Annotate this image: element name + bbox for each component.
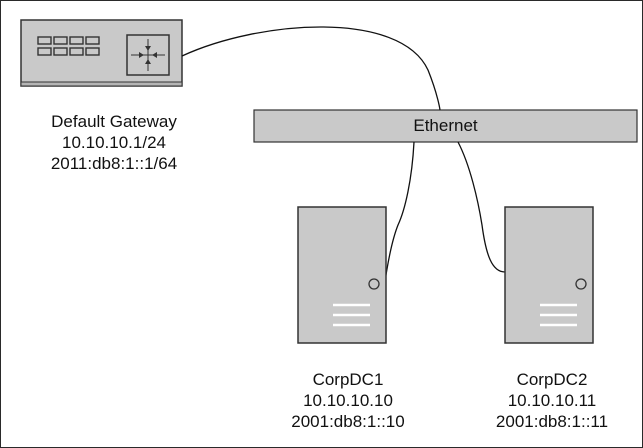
server-ipv4: 10.10.10.10 — [303, 391, 393, 410]
server-label-corpdc2: CorpDC2 10.10.10.11 2001:db8:1::11 — [462, 369, 642, 432]
gateway-ipv6: 2011:db8:1::1/64 — [50, 154, 178, 173]
server-icon — [504, 206, 594, 344]
server-ipv6: 2001:db8:1::11 — [495, 412, 609, 431]
dc2-cable — [457, 141, 506, 273]
router-symbol-icon — [126, 34, 170, 76]
gateway-cable — [181, 26, 441, 111]
server-name: CorpDC2 — [516, 370, 588, 389]
router-icon — [20, 19, 183, 87]
gateway-name: Default Gateway — [51, 112, 177, 131]
server-label-corpdc1: CorpDC1 10.10.10.10 2001:db8:1::10 — [268, 369, 428, 432]
port-grid-icon — [37, 36, 100, 56]
server-ipv6: 2001:db8:1::10 — [291, 412, 405, 431]
gateway-ipv4: 10.10.10.1/24 — [62, 133, 166, 152]
server-icon — [297, 206, 387, 344]
ethernet-label: Ethernet — [413, 116, 478, 135]
ethernet-bus — [253, 109, 638, 143]
gateway-label: Default Gateway 10.10.10.1/24 2011:db8:1… — [14, 111, 214, 174]
server-ipv4: 10.10.10.11 — [507, 391, 597, 410]
server-name: CorpDC1 — [312, 370, 384, 389]
dc1-cable — [383, 141, 415, 289]
